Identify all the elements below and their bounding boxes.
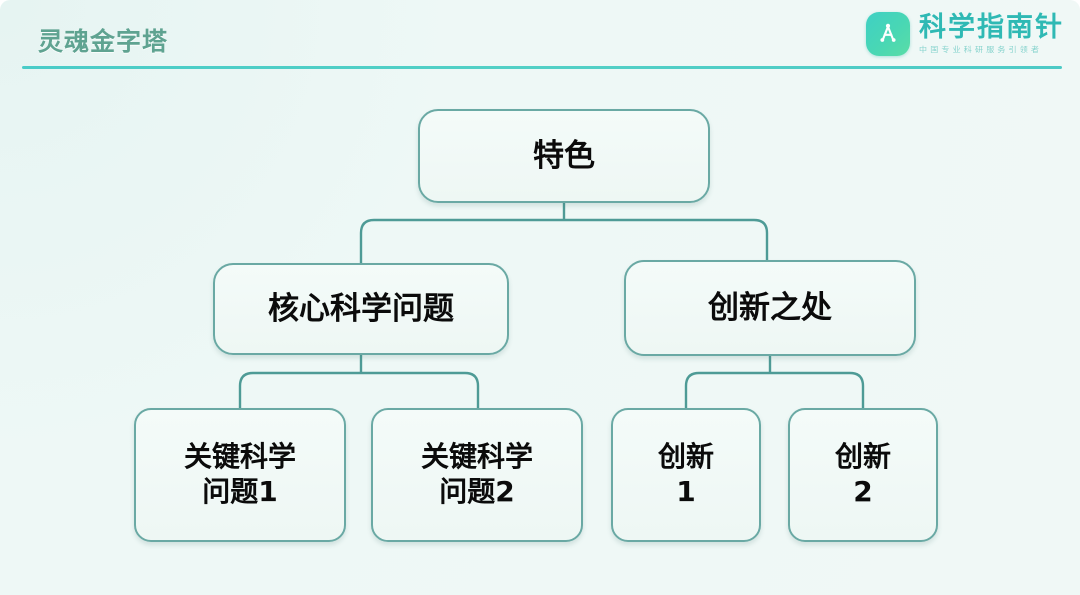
node-core-science-question[interactable]: 核心科学问题 — [213, 263, 509, 355]
brand-logo: 科学指南针 中国专业科研服务引领者 — [866, 12, 1064, 56]
node-label: 创新 1 — [657, 440, 714, 508]
node-innovation-1[interactable]: 创新 1 — [611, 408, 761, 542]
node-label: 关键科学 问题1 — [183, 440, 296, 508]
node-label: 创新 2 — [834, 440, 891, 508]
brand-text: 科学指南针 中国专业科研服务引领者 — [919, 14, 1064, 54]
brand-name: 科学指南针 — [919, 12, 1064, 42]
node-label: 创新之处 — [708, 289, 832, 326]
pyramid-diagram: 特色 核心科学问题 创新之处 关键科学 问题1 关键科学 问题2 创新 1 创新… — [0, 68, 1080, 595]
brand-slogan: 中国专业科研服务引领者 — [919, 45, 1043, 54]
page-title: 灵魂金字塔 — [38, 28, 169, 56]
node-label: 特色 — [533, 137, 595, 174]
node-top-特色[interactable]: 特色 — [418, 109, 710, 203]
slide-header: 灵魂金字塔 科学指南针 中国专业科研服务引领者 — [0, 0, 1080, 69]
node-innovation-2[interactable]: 创新 2 — [788, 408, 938, 542]
node-key-question-2[interactable]: 关键科学 问题2 — [371, 408, 583, 542]
node-key-question-1[interactable]: 关键科学 问题1 — [134, 408, 346, 542]
header-divider — [22, 66, 1062, 69]
node-label: 关键科学 问题2 — [420, 440, 533, 508]
node-innovation[interactable]: 创新之处 — [624, 260, 916, 356]
compass-icon — [866, 12, 910, 56]
node-label: 核心科学问题 — [268, 290, 454, 327]
